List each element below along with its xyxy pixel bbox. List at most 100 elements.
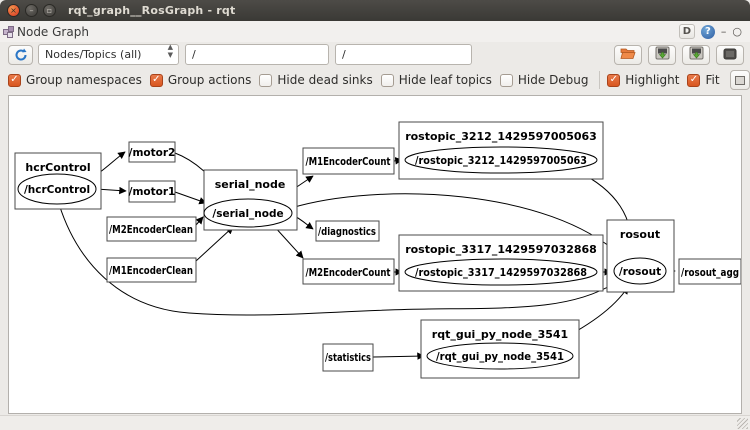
checkbox-icon bbox=[607, 73, 621, 87]
checkbox-icon bbox=[259, 73, 273, 87]
panel-title: Node Graph bbox=[17, 24, 89, 39]
edge-motor1-serial_node bbox=[174, 191, 207, 205]
edge-statistics-rqt_gui bbox=[372, 352, 425, 360]
svg-text:/serial_node: /serial_node bbox=[212, 208, 283, 220]
node-rosout[interactable]: /rosout bbox=[613, 257, 667, 285]
graph-canvas[interactable]: hcrControl serial_node rostopic_3212_142… bbox=[8, 95, 742, 414]
checkbox-hide-debug[interactable]: Hide Debug bbox=[499, 73, 589, 87]
svg-text:/rostopic_3212_1429597005063: /rostopic_3212_1429597005063 bbox=[415, 155, 587, 167]
graph-topic-boxes: /motor2 /motor1 /M2EncoderClean /M1Encod… bbox=[106, 141, 741, 372]
svg-text:/hcrControl: /hcrControl bbox=[24, 184, 90, 196]
status-bar bbox=[0, 415, 750, 430]
window-controls: × – ▫ bbox=[7, 4, 56, 17]
svg-text:rostopic_3212_1429597005063: rostopic_3212_1429597005063 bbox=[405, 130, 597, 143]
topic-motor2[interactable]: /motor2 bbox=[128, 141, 176, 163]
open-dot-file-button[interactable] bbox=[614, 44, 642, 65]
titlebar: × – ▫ rqt_graph__RosGraph - rqt bbox=[0, 0, 750, 21]
edge-serial_node-rosout bbox=[290, 193, 623, 258]
checkbox-icon bbox=[380, 73, 394, 87]
checkbox-label: Hide Debug bbox=[517, 73, 589, 87]
checkbox-highlight[interactable]: Highlight bbox=[607, 73, 679, 87]
topic-m1encoder-count[interactable]: /M1EncoderCount bbox=[302, 147, 395, 175]
graph-type-combo[interactable]: Nodes/Topics (all) ▲▼ bbox=[38, 44, 179, 65]
edge-m1clean-serial_node bbox=[195, 226, 234, 262]
fit-in-view-icon bbox=[734, 75, 745, 85]
svg-text:/M1EncoderCount: /M1EncoderCount bbox=[306, 156, 391, 168]
topic-rosout-agg[interactable]: /rosout_agg bbox=[678, 258, 741, 285]
checkbox-label: Fit bbox=[705, 73, 720, 87]
dock-float-icon[interactable]: ○ bbox=[732, 25, 742, 38]
graph-type-combo-value: Nodes/Topics (all) bbox=[45, 48, 142, 61]
dock-minimize-icon[interactable]: – bbox=[720, 25, 727, 38]
filter-options-toolbar: Group namespaces Group actions Hide dead… bbox=[0, 67, 750, 93]
checkbox-icon bbox=[149, 73, 163, 87]
svg-text:/M2EncoderClean: /M2EncoderClean bbox=[109, 224, 193, 236]
node-rostopic-3212[interactable]: /rostopic_3212_1429597005063 bbox=[404, 146, 598, 174]
checkbox-group-actions[interactable]: Group actions bbox=[149, 73, 252, 87]
topic-m2encoder-clean[interactable]: /M2EncoderClean bbox=[106, 216, 197, 242]
svg-text:/motor1: /motor1 bbox=[129, 186, 176, 198]
svg-text:/M1EncoderClean: /M1EncoderClean bbox=[109, 265, 193, 277]
checkbox-hide-leaf-topics[interactable]: Hide leaf topics bbox=[380, 73, 492, 87]
save-as-svg-button[interactable] bbox=[682, 44, 710, 65]
open-folder-icon bbox=[620, 45, 636, 64]
topic-statistics[interactable]: /statistics bbox=[322, 343, 374, 372]
image-icon bbox=[723, 45, 737, 64]
dock-d-button[interactable]: D bbox=[678, 24, 695, 39]
svg-text:serial_node: serial_node bbox=[215, 178, 286, 191]
topic-m1encoder-clean[interactable]: /M1EncoderClean bbox=[106, 257, 197, 283]
svg-text:/statistics: /statistics bbox=[325, 352, 371, 364]
node-rostopic-3317[interactable]: /rostopic_3317_1429597032868 bbox=[404, 258, 598, 286]
svg-text:/rostopic_3317_1429597032868: /rostopic_3317_1429597032868 bbox=[415, 267, 587, 279]
maximize-window-button[interactable]: ▫ bbox=[43, 4, 56, 17]
svg-text:hcrControl: hcrControl bbox=[25, 161, 90, 174]
toolbar-separator bbox=[598, 71, 600, 89]
file-action-buttons bbox=[614, 44, 744, 65]
edge-m2clean-serial_node bbox=[195, 216, 204, 226]
node-serial-node[interactable]: /serial_node bbox=[203, 198, 293, 228]
checkbox-label: Group actions bbox=[167, 73, 252, 87]
svg-text:/rosout_agg: /rosout_agg bbox=[681, 267, 739, 279]
checkbox-icon bbox=[687, 73, 701, 87]
fit-in-view-button[interactable] bbox=[729, 70, 750, 90]
resize-grip-icon[interactable] bbox=[737, 418, 748, 429]
svg-text:/M2EncoderCount: /M2EncoderCount bbox=[306, 267, 391, 279]
save-as-image-button[interactable] bbox=[716, 44, 744, 65]
topic-motor1[interactable]: /motor1 bbox=[128, 180, 176, 203]
topic-filter-input[interactable]: / bbox=[335, 44, 472, 65]
dock-controls: D ? – ○ bbox=[678, 24, 742, 39]
node-rqt-gui[interactable]: /rqt_gui_py_node_3541 bbox=[426, 342, 574, 370]
checkbox-label: Highlight bbox=[625, 73, 680, 87]
svg-text:/rqt_gui_py_node_3541: /rqt_gui_py_node_3541 bbox=[436, 351, 564, 363]
node-hcrControl[interactable]: /hcrControl bbox=[17, 173, 97, 205]
panel-header: Node Graph D ? – ○ bbox=[0, 21, 750, 42]
checkbox-group-namespaces[interactable]: Group namespaces bbox=[8, 73, 142, 87]
window-title: rqt_graph__RosGraph - rqt bbox=[68, 4, 236, 17]
checkbox-label: Hide leaf topics bbox=[398, 73, 492, 87]
topic-m2encoder-count[interactable]: /M2EncoderCount bbox=[302, 258, 395, 285]
refresh-icon bbox=[14, 48, 28, 62]
save-dot-file-button[interactable] bbox=[648, 44, 676, 65]
help-icon[interactable]: ? bbox=[700, 24, 715, 39]
combo-spinner-icon: ▲▼ bbox=[167, 43, 173, 59]
svg-text:/diagnostics: /diagnostics bbox=[318, 226, 376, 238]
svg-text:rosout: rosout bbox=[620, 228, 660, 241]
namespace-filter-input[interactable]: / bbox=[185, 44, 329, 65]
save-icon bbox=[655, 45, 670, 64]
checkbox-fit[interactable]: Fit bbox=[687, 73, 720, 87]
checkbox-label: Hide dead sinks bbox=[277, 73, 373, 87]
node-graph-icon bbox=[3, 25, 15, 38]
refresh-graph-button[interactable] bbox=[8, 44, 33, 65]
checkbox-label: Group namespaces bbox=[26, 73, 142, 87]
svg-text:/motor2: /motor2 bbox=[129, 147, 176, 159]
topic-diagnostics[interactable]: /diagnostics bbox=[315, 220, 380, 242]
checkbox-icon bbox=[8, 73, 21, 87]
close-window-button[interactable]: × bbox=[7, 4, 20, 17]
graph-node-ellipses: /hcrControl /serial_node /rostopic_3212_… bbox=[17, 146, 667, 370]
svg-text:rostopic_3317_1429597032868: rostopic_3317_1429597032868 bbox=[405, 243, 597, 256]
checkbox-hide-dead-sinks[interactable]: Hide dead sinks bbox=[259, 73, 373, 87]
save-icon bbox=[689, 45, 704, 64]
minimize-window-button[interactable]: – bbox=[25, 4, 38, 17]
checkbox-icon bbox=[499, 73, 513, 87]
